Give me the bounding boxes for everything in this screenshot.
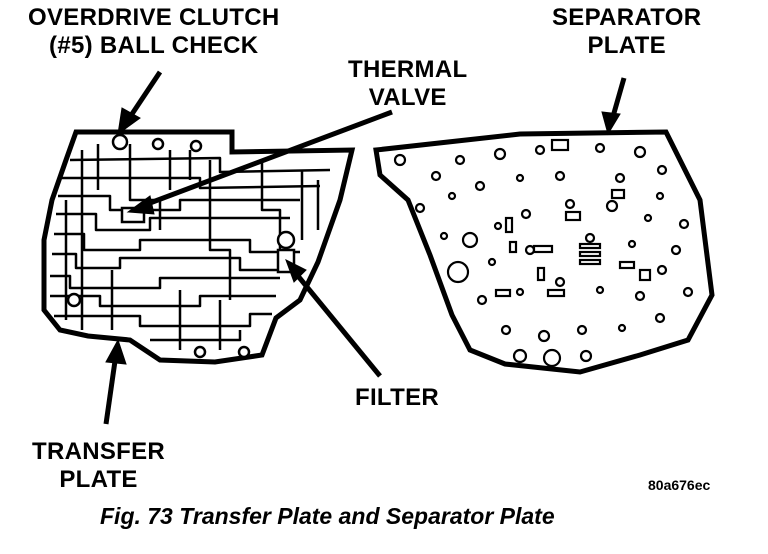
- arrowhead-separator: [601, 111, 621, 136]
- arrowhead-transfer: [105, 338, 127, 365]
- figure-code: 80a676ec: [648, 477, 711, 493]
- arrowhead-filter: [285, 258, 307, 283]
- label-overdrive-clutch: OVERDRIVE CLUTCH (#5) BALL CHECK: [28, 4, 279, 60]
- arrow-overdrive-ball-check: [125, 70, 163, 122]
- label-filter: FILTER: [355, 384, 440, 411]
- label-separator-plate: SEPARATOR PLATE: [552, 4, 701, 60]
- label-thermal-line2: VALVE: [368, 84, 447, 111]
- transfer-plate: [41, 129, 356, 365]
- arrowhead-thermal: [126, 195, 155, 215]
- label-transfer-line1: TRANSFER: [32, 438, 166, 465]
- label-transfer-line2: PLATE: [59, 466, 138, 493]
- label-thermal-valve: THERMAL VALVE: [348, 56, 467, 112]
- label-separator-line1: SEPARATOR: [552, 4, 702, 31]
- label-overdrive-line1: OVERDRIVE CLUTCH: [28, 4, 280, 31]
- label-transfer-plate: TRANSFER PLATE: [32, 438, 165, 494]
- figure-caption: Fig. 73 Transfer Plate and Separator Pla…: [100, 503, 555, 529]
- leader-arrows: [103, 70, 627, 425]
- label-thermal-line1: THERMAL: [348, 56, 468, 83]
- label-overdrive-line2: (#5) BALL CHECK: [49, 32, 259, 59]
- arrow-filter: [296, 274, 382, 378]
- arrowhead-overdrive: [117, 107, 141, 136]
- separator-plate: [373, 129, 715, 375]
- arrow-thermal-valve: [141, 109, 393, 209]
- label-separator-line2: PLATE: [587, 32, 666, 59]
- arrow-transfer-plate: [103, 353, 119, 425]
